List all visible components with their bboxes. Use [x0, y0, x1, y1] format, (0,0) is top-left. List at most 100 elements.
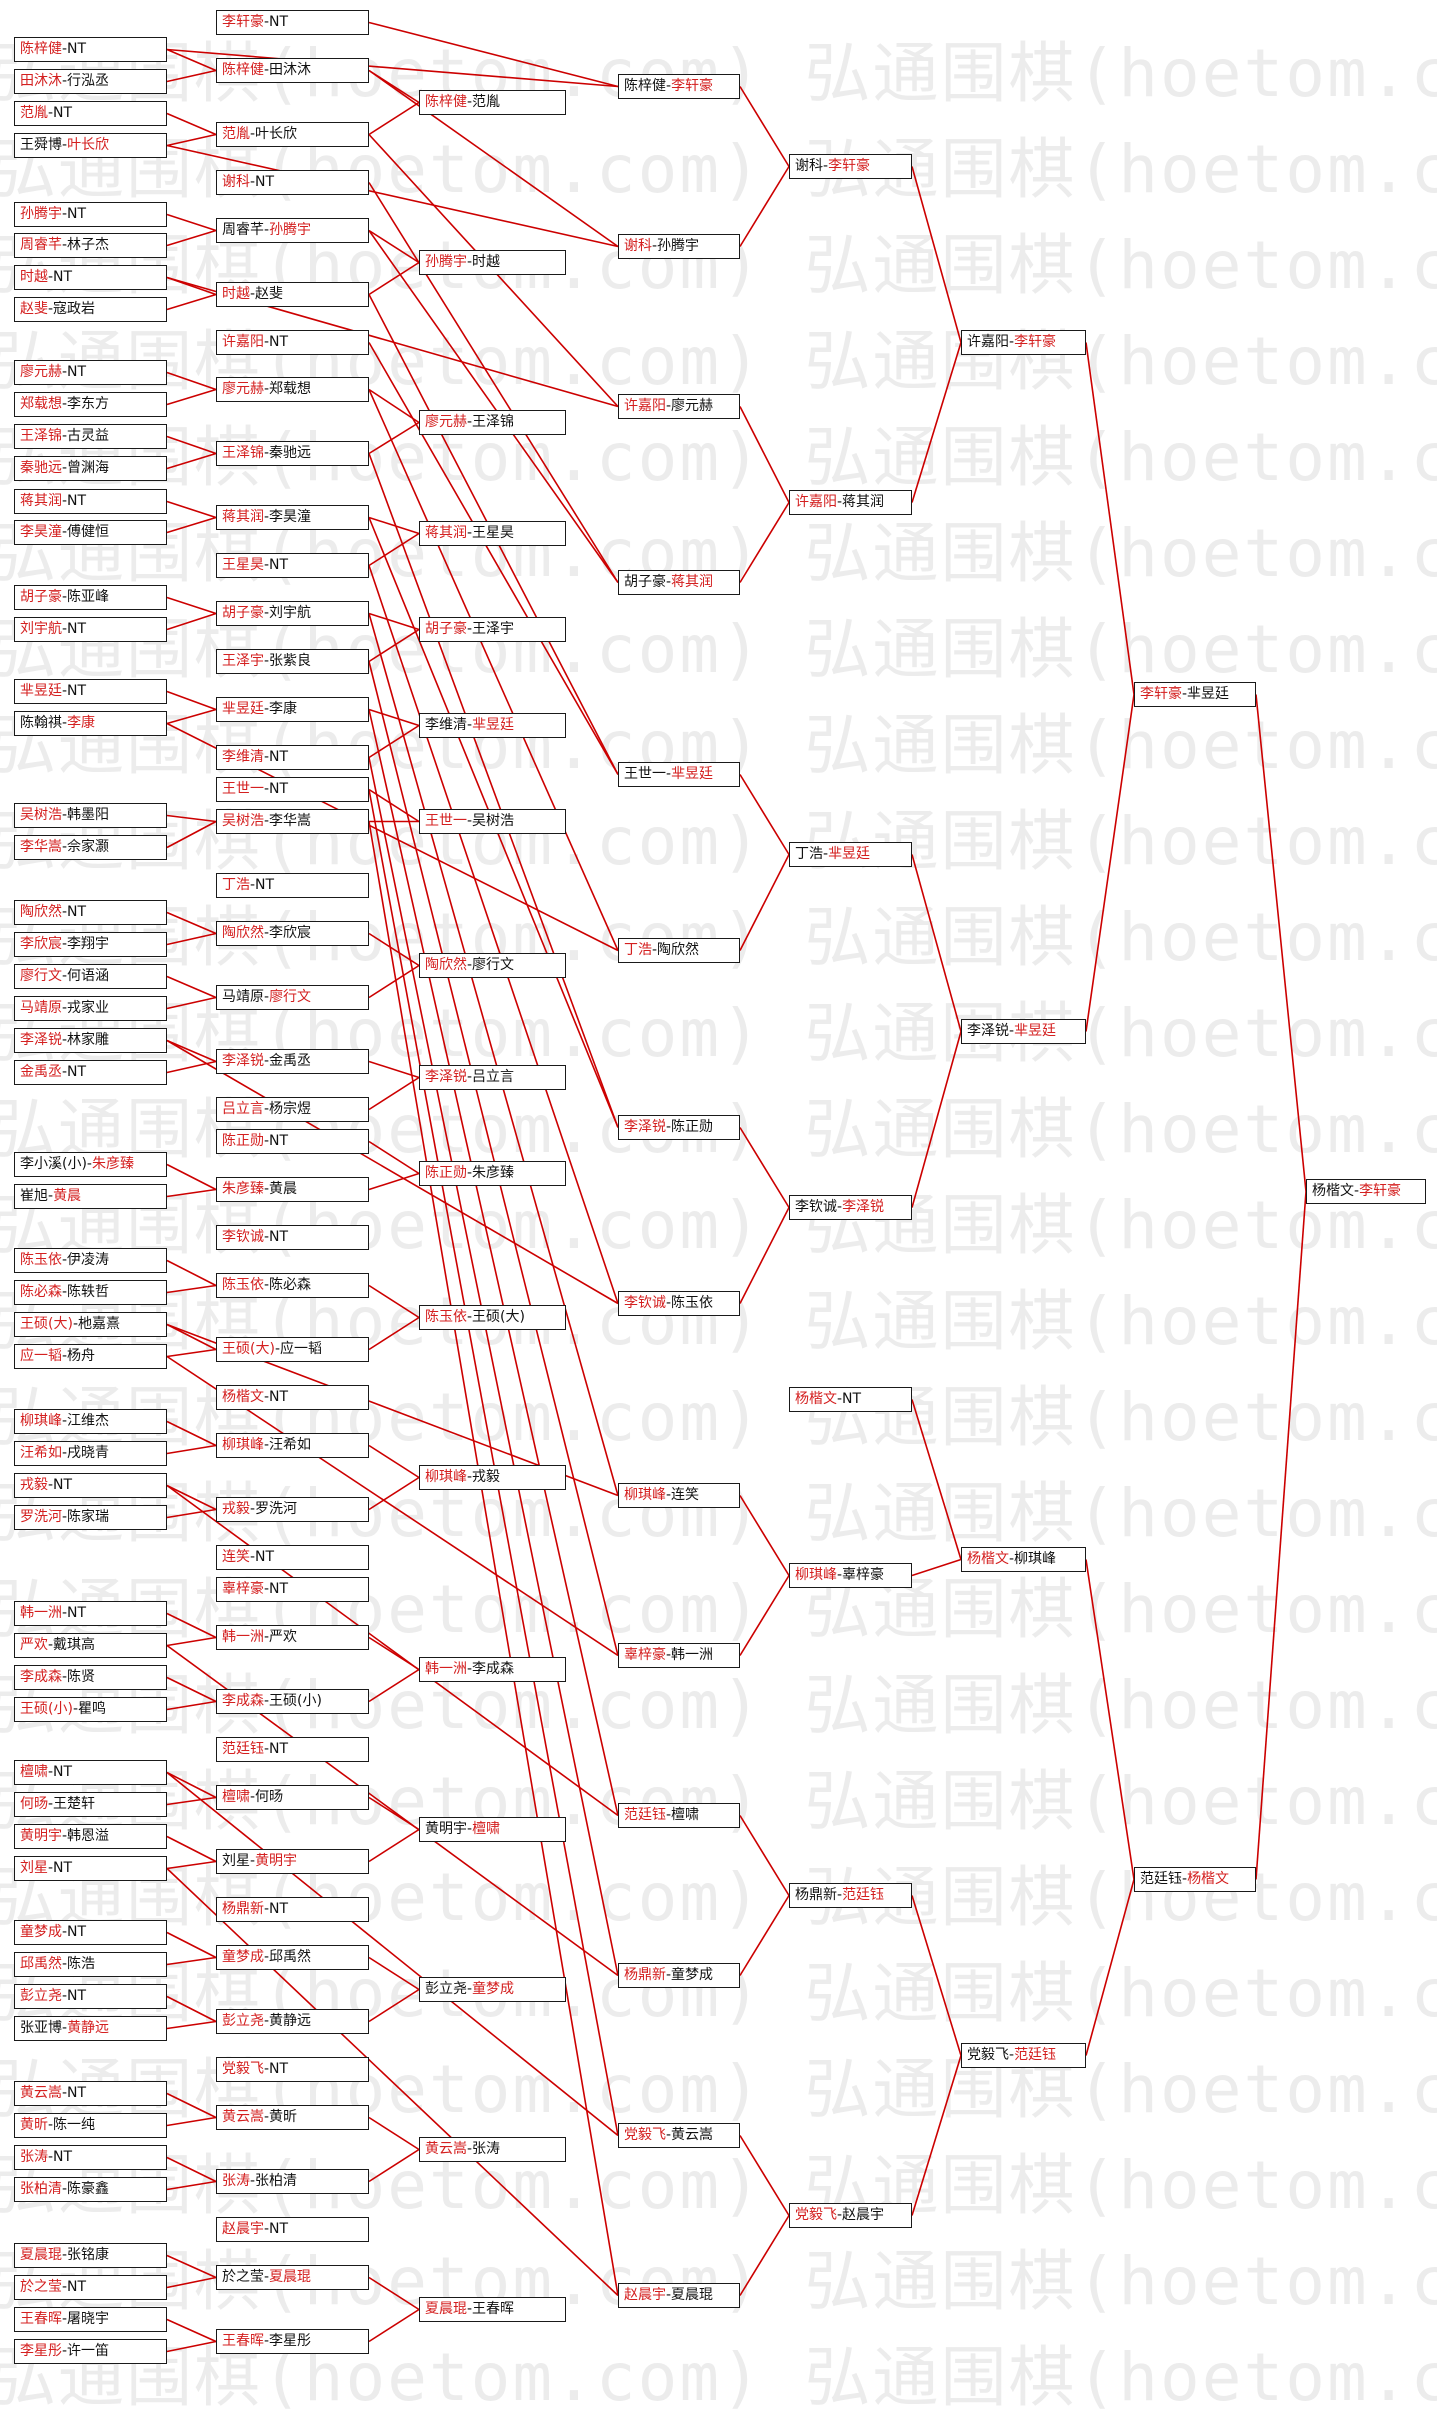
winner-name: 时越 — [222, 286, 250, 302]
opponent-name: -李康 — [264, 701, 298, 717]
winner-name: 邱禹然 — [20, 1956, 62, 1972]
winner-name: 檀啸 — [20, 1764, 48, 1780]
opponent-name: -杨舟 — [62, 1348, 96, 1364]
round1-match-box: 李昊潼-傅健恒 — [14, 520, 167, 545]
bracket-connector — [166, 1867, 619, 2297]
opponent-name: -NT — [264, 334, 289, 350]
opponent-name: -戎毅 — [467, 1469, 501, 1485]
winner-name: 张涛 — [20, 2149, 48, 2165]
winner-name: 连笑 — [222, 1549, 250, 1565]
round2-match-box: 刘星-黄明宇 — [216, 1849, 369, 1874]
winner-name: 李欣宸 — [20, 936, 62, 952]
winner-name: 范胤 — [20, 105, 48, 121]
winner-name: 丁浩 — [624, 942, 652, 958]
opponent-name: -NT — [264, 1901, 289, 1917]
bracket-connector — [166, 996, 217, 1010]
bracket-connector — [166, 596, 217, 615]
winner-name: 蒋其润 — [222, 509, 264, 525]
opponent-name: -陈正勋 — [666, 1119, 714, 1135]
opponent-name: -叶长欣 — [250, 126, 298, 142]
bracket-connector — [166, 1188, 217, 1198]
winner-name: 蒋其润 — [20, 493, 62, 509]
round6-match-box: 党毅飞-范廷钰 — [961, 2043, 1086, 2068]
bracket-connector — [166, 452, 217, 470]
bracket-connector — [166, 2340, 217, 2353]
bracket-connector — [166, 1796, 217, 1806]
opponent-name: -NT — [837, 1391, 862, 1407]
opponent-name: -陈亚峰 — [62, 589, 110, 605]
opponent-name: -林家雕 — [62, 1032, 110, 1048]
opponent-name: -张紫良 — [264, 653, 312, 669]
winner-name: 胡子豪 — [425, 621, 467, 637]
round1-match-box: 陈梓健-NT — [14, 37, 167, 62]
opponent-name: -陈玉依 — [666, 1295, 714, 1311]
winner-name: 赵斐 — [20, 301, 48, 317]
opponent-name: -秦驰远 — [264, 445, 312, 461]
winner-name: 王泽锦 — [222, 445, 264, 461]
winner-name: 何旸 — [20, 1796, 48, 1812]
round1-match-box: 孙腾宇-NT — [14, 202, 167, 227]
opponent-name: -NT — [48, 1764, 73, 1780]
round1-match-box: 王泽锦-古灵益 — [14, 424, 167, 449]
opponent-name: -王硕(大) — [467, 1309, 525, 1325]
opponent-name: -田沐沐 — [264, 62, 312, 78]
round2-match-box: 张涛-张柏清 — [216, 2169, 369, 2194]
bracket-connector — [739, 1127, 790, 1208]
round5-match-box: 党毅飞-赵晨宇 — [789, 2203, 912, 2228]
bracket-connector — [166, 2254, 217, 2279]
opponent-name: -NT — [62, 41, 87, 57]
round3-match-box: 孙腾宇-时越 — [419, 250, 566, 275]
round2-match-box: 许嘉阳-NT — [216, 330, 369, 355]
round3-match-box: 蒋其润-王星昊 — [419, 521, 566, 546]
round1-match-box: 黄昕-陈一纯 — [14, 2113, 167, 2138]
opponent-name: -严欢 — [264, 1629, 298, 1645]
bracket-connector — [1085, 694, 1135, 1032]
opponent-name: -NT — [62, 1924, 87, 1940]
opponent-name: -何旸 — [250, 1789, 284, 1805]
bracket-connector — [1085, 1879, 1135, 2056]
round1-match-box: 柳琪峰-江维杰 — [14, 1409, 167, 1434]
round1-match-box: 陈翰祺-李康 — [14, 711, 167, 736]
opponent-name: -夏晨琨 — [666, 2287, 714, 2303]
round3-match-box: 陈梓健-范胤 — [419, 90, 566, 115]
bracket-connector — [166, 516, 217, 534]
winner-name: 廖行文 — [20, 968, 62, 984]
winner-name: 陈梓健 — [222, 62, 264, 78]
round4-match-box: 辜梓豪-韩一洲 — [618, 1643, 740, 1668]
round2-match-box: 李轩豪-NT — [216, 10, 369, 35]
opponent-name: -傅健恒 — [62, 524, 110, 540]
winner-name: 陶欣然 — [20, 904, 62, 920]
bracket-connector — [739, 1815, 790, 1896]
bracket-connector — [911, 1895, 962, 2056]
round1-match-box: 芈昱廷-NT — [14, 679, 167, 704]
winner-name: 芈昱廷 — [828, 846, 871, 862]
winner-name: 黄云嵩 — [425, 2141, 467, 2157]
opponent-name: -江维杰 — [62, 1413, 110, 1429]
opponent-name: -芈昱廷 — [1182, 686, 1230, 702]
round2-match-box: 陈梓健-田沐沐 — [216, 58, 369, 83]
opponent-name: -杝嘉熹 — [72, 1316, 120, 1332]
round3-match-box: 李泽锐-吕立言 — [419, 1065, 566, 1090]
round2-match-box: 芈昱廷-李康 — [216, 697, 369, 722]
round1-match-box: 童梦成-NT — [14, 1920, 167, 1945]
bracket-connector — [368, 1668, 420, 1703]
winner-name: 杨楷文 — [1187, 1871, 1230, 1887]
round3-match-box: 陈玉依-王硕(大) — [419, 1305, 566, 1330]
bracket-connector — [166, 814, 217, 823]
round6-match-box: 杨楷文-柳琪峰 — [961, 1547, 1086, 1572]
round2-match-box: 蒋其润-李昊潼 — [216, 505, 369, 530]
winner-name: 胡子豪 — [222, 605, 264, 621]
opponent-name: -赵晨宇 — [837, 2207, 885, 2223]
winner-name: 李泽锐 — [20, 1032, 62, 1048]
winner-name: 李康 — [67, 715, 96, 731]
winner-name: 彭立尧 — [20, 1988, 62, 2004]
opponent-name: -NT — [48, 269, 73, 285]
opponent-name: 王舜博- — [20, 137, 68, 153]
winner-name: 应一韬 — [20, 1348, 62, 1364]
bracket-connector — [739, 2135, 790, 2216]
opponent-name: -张涛 — [467, 2141, 501, 2157]
winner-name: 谢科 — [222, 174, 250, 190]
winner-name: 戎毅 — [222, 1501, 250, 1517]
bracket-connector — [166, 2020, 217, 2030]
